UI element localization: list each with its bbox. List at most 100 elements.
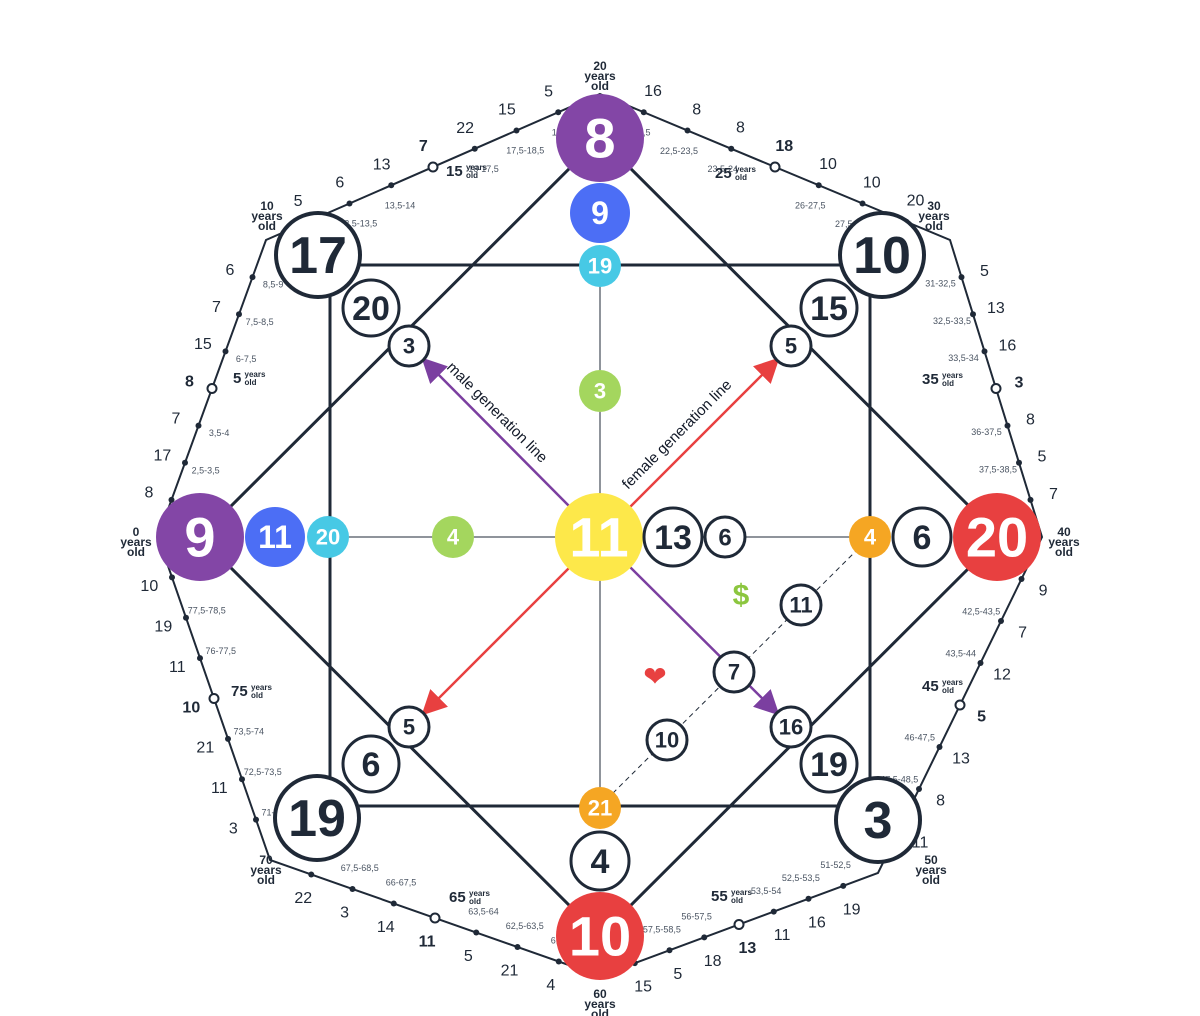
male-generation-line-label: male generation line [443, 359, 551, 467]
edge-tick-value: 7 [419, 138, 428, 155]
edge-tick-marker [168, 496, 175, 503]
edge-tick-marker [981, 348, 988, 355]
node-value: 3 [864, 792, 893, 850]
node-tr-3: 5 [769, 324, 813, 368]
age-years-word: years [584, 69, 616, 83]
node-value: 19 [588, 254, 612, 279]
edge-tick-marker [728, 145, 735, 152]
edge-tick-value: 21 [501, 963, 519, 980]
node-value: 8 [584, 107, 615, 170]
node-bottom-2: 4 [569, 830, 631, 892]
age-old-word: old [925, 219, 943, 233]
edge-range-label: 56-57,5 [681, 912, 712, 922]
age-years-word: years [918, 209, 950, 223]
edge-range-label: 33,5-34 [948, 353, 979, 363]
age-years-word: years [731, 888, 752, 897]
age-old-word: old [257, 873, 275, 887]
age-years-word: years [120, 535, 152, 549]
node-tl-3: 3 [387, 324, 431, 368]
edge-tick-marker [514, 944, 521, 950]
age-years-word: years [251, 209, 283, 223]
edge-midpoint-marker [733, 919, 745, 930]
edge-tick-marker [958, 274, 965, 281]
love-heart-icon: ❤ [643, 661, 666, 692]
edge-midpoint-marker [769, 161, 781, 173]
edge-tick-marker [555, 958, 562, 965]
age-old-word: old [591, 79, 609, 93]
age-number: 30 [927, 199, 941, 213]
edge-tick-value: 3 [340, 905, 349, 922]
node-value: 19 [810, 746, 848, 784]
edge-tick-marker [666, 947, 673, 954]
edge-tick-marker [308, 871, 315, 878]
node-circle [703, 515, 747, 559]
edge-tick-marker [513, 127, 520, 134]
edge-tick-value: 13 [987, 300, 1005, 317]
edge-tick-marker [998, 618, 1004, 624]
edge-tick-value: 13 [373, 156, 391, 173]
edge-tick-value: 18 [704, 953, 722, 970]
edge-tick-value: 10 [863, 174, 881, 191]
age-old-word: old [942, 686, 954, 695]
age-number: 0 [133, 525, 140, 539]
node-top-2: 9 [570, 183, 630, 243]
node-value: 16 [779, 715, 803, 740]
edge-tick-value: 5 [1037, 449, 1046, 466]
edge-tick-marker [349, 886, 356, 892]
node-right-3: 4 [849, 516, 891, 558]
edge-bottom-right: 191611131851551-52,552,5-53,553,5-5456-5… [612, 860, 861, 995]
edge-tick-marker [388, 182, 395, 189]
node-circle [273, 774, 361, 862]
edge-range-label: 26-27,5 [795, 201, 826, 211]
node-circle [341, 734, 401, 794]
node-value: 20 [316, 525, 340, 550]
age-years-word: years [250, 863, 282, 877]
edge-tick-value: 17 [154, 448, 172, 465]
node-circle [645, 718, 689, 762]
edge-range-label: 66-67,5 [386, 878, 417, 888]
male-generation-line-upper [421, 357, 571, 508]
edge-midpoint-marker [427, 161, 439, 173]
edge-tick-marker [555, 109, 562, 116]
edge-tick-value: 13 [952, 751, 970, 768]
age-number: 45 [922, 678, 939, 695]
node-value: 6 [362, 746, 381, 784]
edge-right-upper: 51316385731-32,532,5-33,533,5-3436-37,53… [925, 263, 1058, 511]
age-number: 70 [259, 853, 273, 867]
node-center-r2: 6 [703, 515, 747, 559]
node-value: 4 [864, 525, 877, 550]
edge-tick-marker [916, 786, 922, 792]
node-value: 10 [569, 905, 631, 968]
edge-tick-value: 11 [211, 780, 228, 797]
edge-tick-value: 11 [419, 934, 436, 951]
node-mid-7: 7 [712, 650, 756, 694]
node-tl-corner: 17 [274, 211, 362, 299]
edge-range-label: 22,5-23,5 [660, 146, 698, 156]
node-bl-corner: 19 [273, 774, 361, 862]
node-value: 21 [588, 796, 612, 821]
edge-tick-value: 15 [194, 336, 212, 353]
edge-range-label: 53,5-54 [751, 886, 782, 896]
edge-tick-value: 15 [634, 979, 652, 996]
node-value: 17 [289, 227, 347, 285]
edge-tick-value: 8 [1026, 412, 1035, 429]
node-circle [555, 493, 643, 581]
edge-range-label: 43,5-44 [945, 648, 976, 658]
age-years-word: years [735, 165, 756, 174]
age-years-word: years [245, 370, 266, 379]
edge-tick-marker [253, 816, 259, 823]
edge-tick-marker [249, 274, 256, 281]
node-circle [432, 516, 474, 558]
female-generation-line-label: female generation line [619, 376, 735, 492]
edge-tick-marker [970, 311, 976, 318]
node-circle [579, 370, 621, 412]
edge-tick-marker [1018, 576, 1025, 582]
edge-tick-marker [805, 895, 812, 902]
